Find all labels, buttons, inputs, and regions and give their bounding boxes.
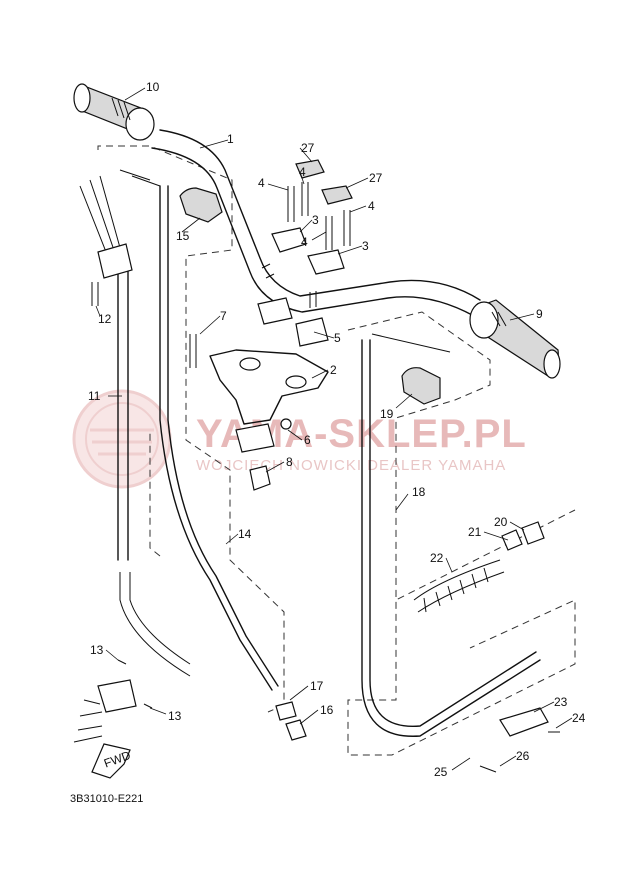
callout-8: 8: [286, 455, 293, 469]
callout-6: 6: [304, 433, 311, 447]
callout-27: 27: [301, 141, 315, 155]
callout-15: 15: [176, 229, 190, 243]
watermark: YAMA-SKLEP.PL WOJCIECH NOWICKI DEALER YA…: [72, 389, 526, 489]
fwd-arrow-icon: FWD: [91, 743, 133, 779]
callout-4: 4: [299, 165, 306, 179]
callout-2: 2: [330, 363, 337, 377]
callout-25: 25: [434, 765, 448, 779]
handlebar: [151, 129, 481, 317]
callout-4: 4: [301, 235, 308, 249]
callout-3: 3: [362, 239, 369, 253]
callout-23: 23: [554, 695, 568, 709]
callout-20: 20: [494, 515, 508, 529]
callout-19: 19: [380, 407, 394, 421]
callout-22: 22: [430, 551, 444, 565]
callout-13: 13: [90, 643, 104, 657]
callout-5: 5: [334, 331, 341, 345]
callout-18: 18: [412, 485, 426, 499]
diagram-code: 3B31010-E221: [70, 793, 143, 805]
left-grip: [73, 83, 155, 141]
callout-7: 7: [220, 309, 227, 323]
callout-1: 1: [227, 132, 234, 146]
callout-14: 14: [238, 527, 252, 541]
callout-9: 9: [536, 307, 543, 321]
callout-26: 26: [516, 749, 530, 763]
leader-lines: [95, 87, 573, 771]
callout-21: 21: [468, 525, 482, 539]
callout-4: 4: [368, 199, 375, 213]
watermark-logo-icon: [72, 389, 172, 489]
upper-holders: [271, 159, 353, 275]
throttle-cover: [179, 187, 223, 223]
clutch-cable: [361, 333, 560, 773]
callout-labels: 10 1 27 4 4 27 4 3 4 3 15 12 7 9 5 2 11 …: [88, 80, 586, 779]
callout-13: 13: [168, 709, 182, 723]
callout-17: 17: [310, 679, 324, 693]
callout-16: 16: [320, 703, 334, 717]
callout-11: 11: [88, 389, 101, 403]
callout-27: 27: [369, 171, 383, 185]
lower-holder-assembly: [189, 297, 329, 491]
callout-4: 4: [258, 176, 265, 190]
callout-3: 3: [312, 213, 319, 227]
throttle-body-parts: [73, 659, 307, 743]
callout-24: 24: [572, 711, 586, 725]
callout-10: 10: [146, 80, 160, 94]
right-grip: [469, 299, 561, 379]
callout-12: 12: [98, 312, 112, 326]
group-outlines: [97, 145, 576, 756]
watermark-subtitle: WOJCIECH NOWICKI DEALER YAMAHA: [196, 457, 506, 474]
lever-holder: [401, 367, 441, 405]
throttle-cables: [79, 169, 279, 691]
